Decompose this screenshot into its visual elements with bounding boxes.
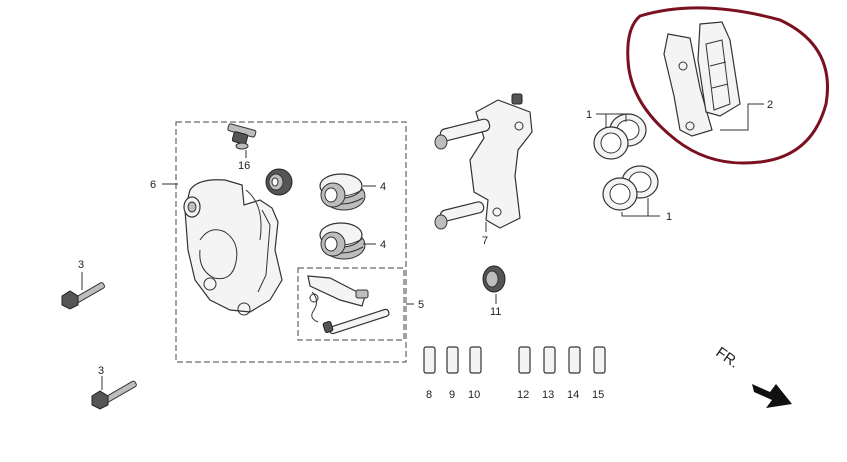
- small-part-14[interactable]: [568, 346, 581, 374]
- label-3b: 3: [98, 365, 104, 377]
- pad-spring-and-pins[interactable]: [307, 275, 390, 335]
- label-4a: 4: [380, 181, 386, 193]
- direction-label: FR.: [713, 344, 743, 372]
- small-part-15[interactable]: [593, 346, 606, 374]
- label-12: 12: [517, 389, 529, 401]
- leader-1a: [596, 113, 627, 128]
- small-part-8[interactable]: [423, 346, 436, 374]
- label-8: 8: [426, 389, 432, 401]
- dust-seal[interactable]: [265, 168, 293, 196]
- label-7: 7: [482, 235, 488, 247]
- label-15: 15: [592, 389, 604, 401]
- label-11: 11: [490, 306, 501, 318]
- caliper-body[interactable]: [183, 179, 283, 316]
- label-1b: 1: [666, 211, 672, 223]
- mounting-bolt-lower[interactable]: [91, 380, 137, 410]
- brake-pad-set[interactable]: [663, 21, 741, 137]
- mounting-bolt-upper[interactable]: [61, 282, 105, 310]
- leader-1b: [621, 198, 660, 217]
- label-9: 9: [449, 389, 455, 401]
- piston-lower[interactable]: [319, 222, 366, 260]
- bleeder-screw[interactable]: [227, 123, 257, 150]
- leader-2: [720, 103, 764, 131]
- small-part-13[interactable]: [543, 346, 556, 374]
- label-6: 6: [150, 179, 156, 191]
- label-13: 13: [542, 389, 554, 401]
- label-10: 10: [468, 389, 480, 401]
- label-4b: 4: [380, 239, 386, 251]
- caliper-bracket[interactable]: [434, 93, 533, 230]
- label-3a: 3: [78, 259, 84, 271]
- label-1a: 1: [586, 109, 592, 121]
- caliper-assembly-box: [175, 121, 407, 363]
- label-5: 5: [418, 299, 424, 311]
- small-part-9[interactable]: [446, 346, 459, 374]
- pin-boot[interactable]: [482, 265, 506, 293]
- direction-arrow: [752, 384, 792, 408]
- small-part-10[interactable]: [469, 346, 482, 374]
- piston-upper[interactable]: [319, 173, 366, 211]
- small-part-12[interactable]: [518, 346, 531, 374]
- label-14: 14: [567, 389, 579, 401]
- piston-seal-lower[interactable]: [602, 165, 659, 211]
- highlight-circle: [626, 6, 829, 165]
- pin-kit-box: [297, 267, 405, 341]
- label-16: 16: [238, 160, 250, 172]
- piston-seal-upper[interactable]: [593, 113, 647, 160]
- label-2: 2: [767, 99, 773, 111]
